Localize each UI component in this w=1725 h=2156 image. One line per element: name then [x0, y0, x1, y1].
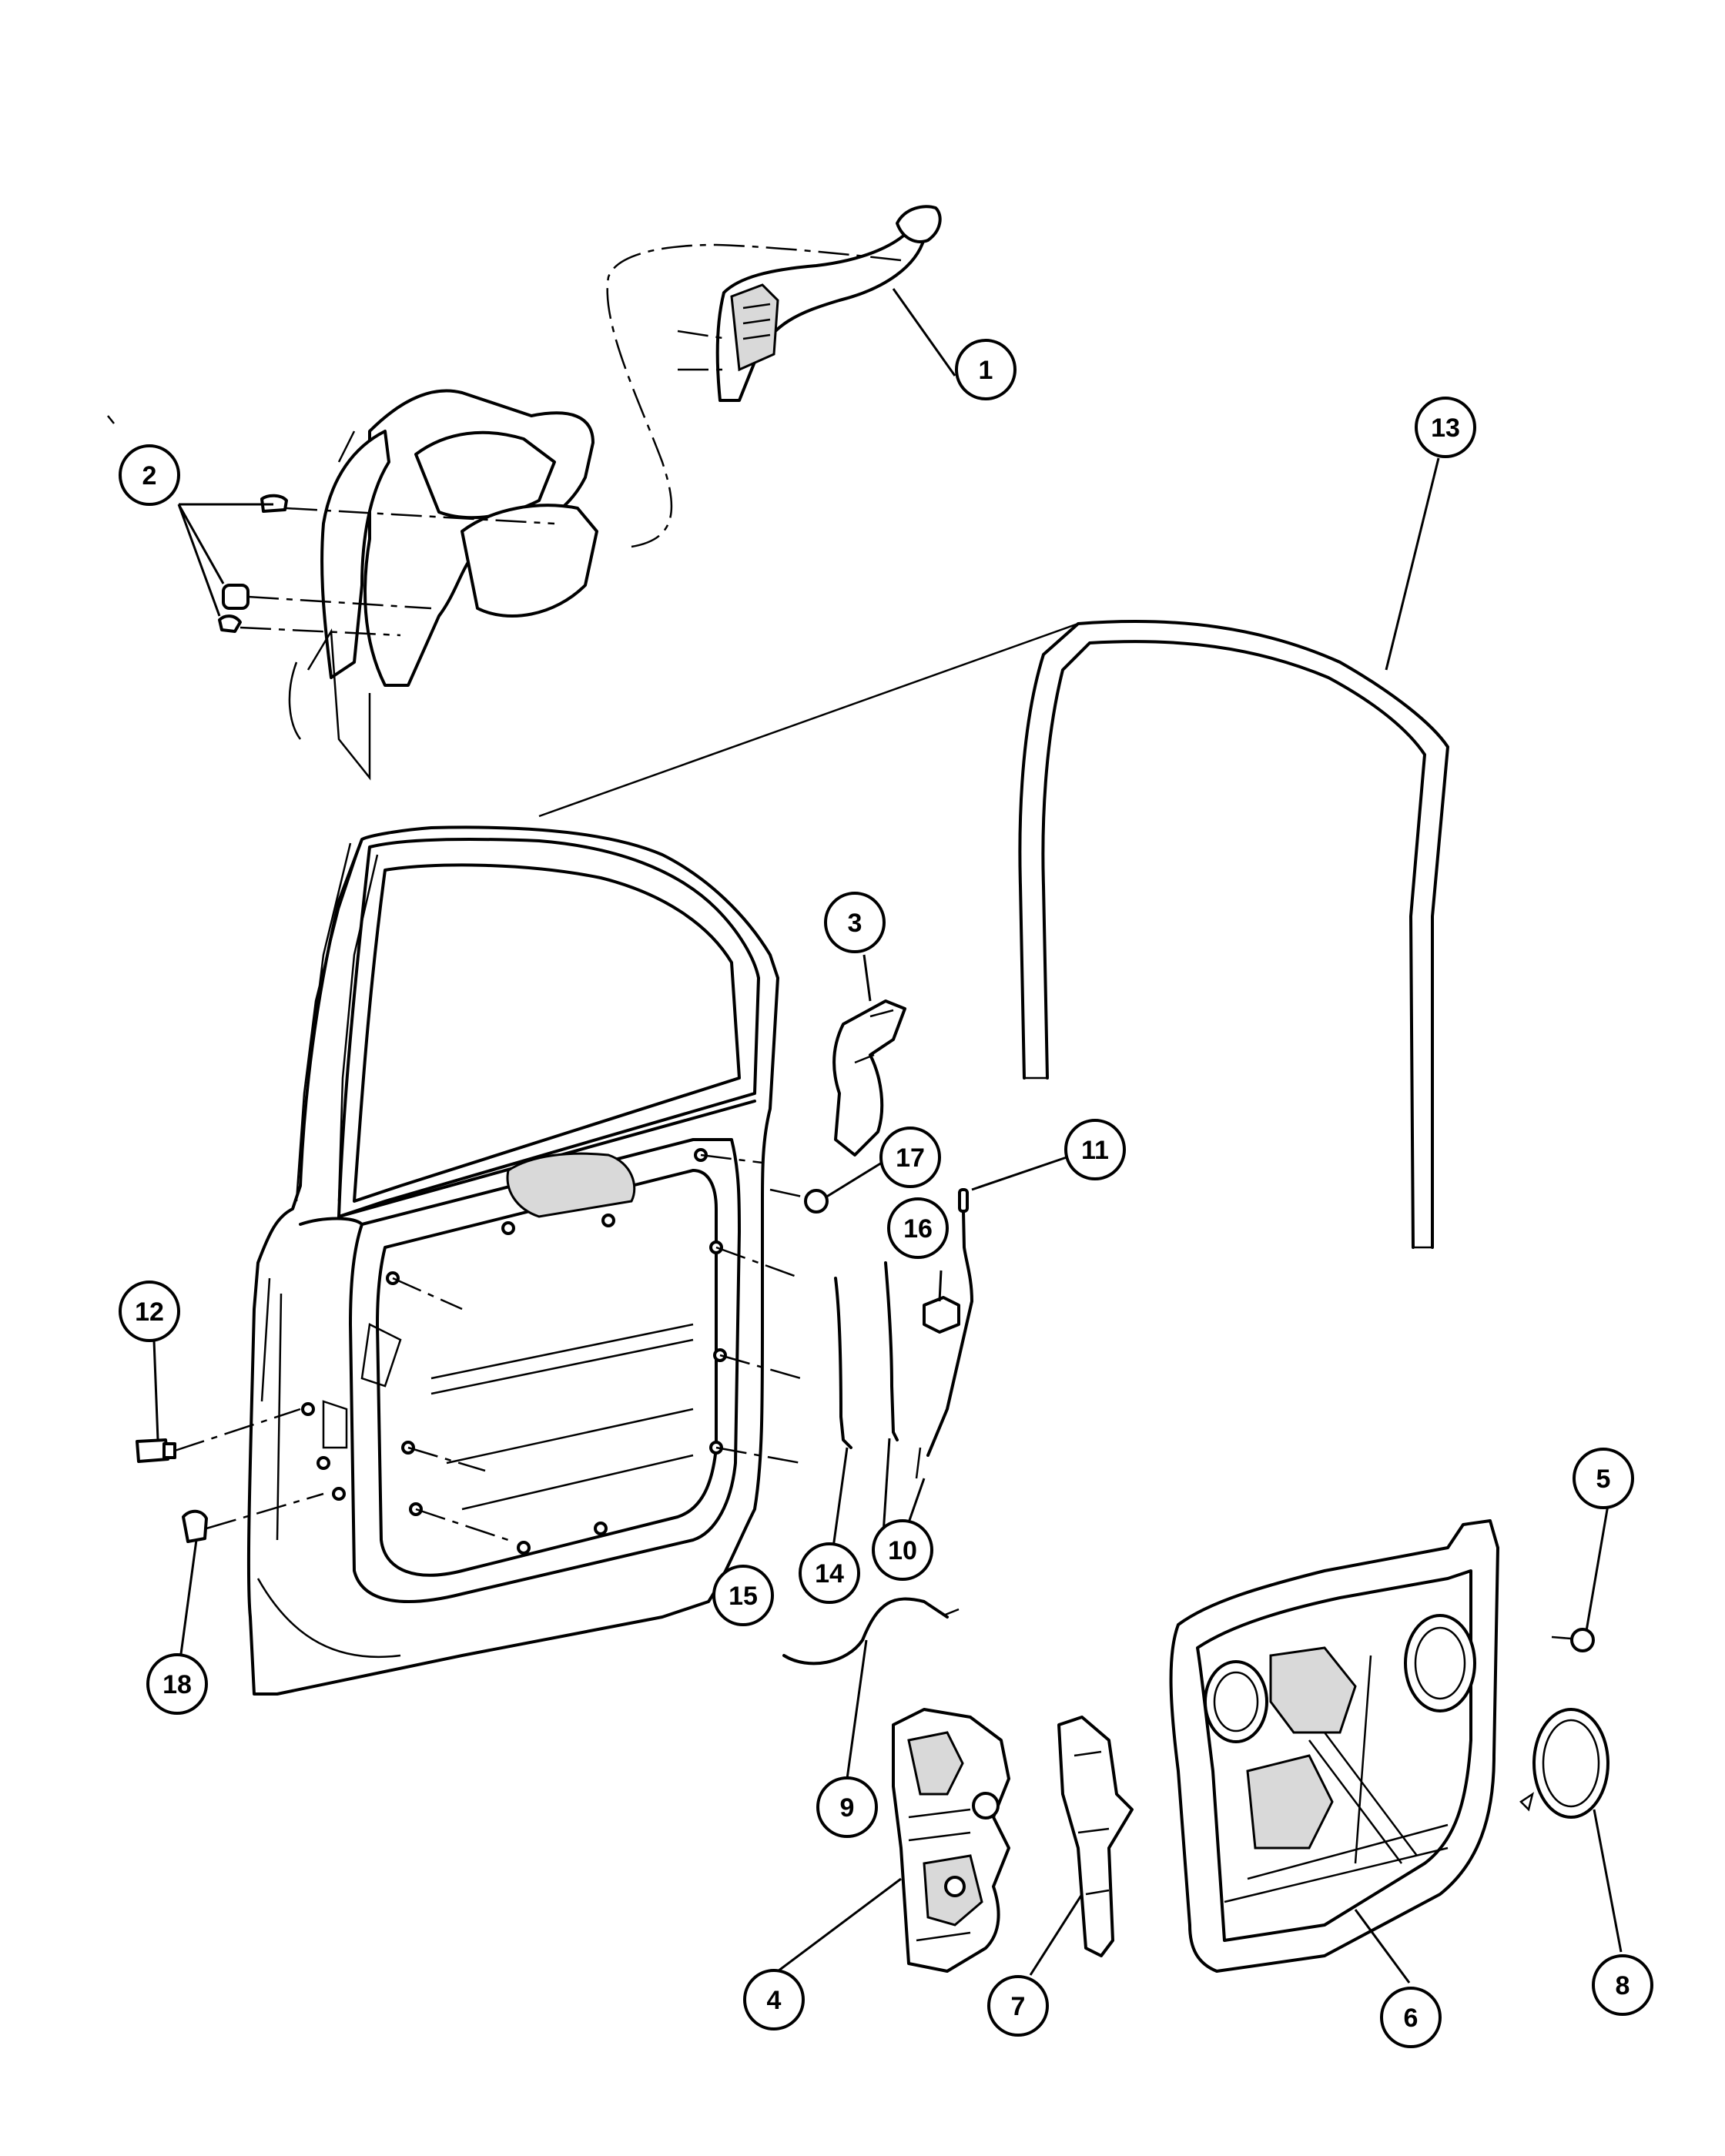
part-18-plug [182, 1492, 324, 1543]
callout-15: 15 [712, 1565, 774, 1626]
callout-7: 7 [987, 1975, 1049, 2037]
part-12-bolt [136, 1408, 301, 1463]
part-7-guide [1057, 1716, 1134, 1957]
door-shell [246, 825, 802, 1696]
svg-text:8: 8 [1616, 1971, 1630, 2000]
part-5-screw [1551, 1628, 1595, 1652]
callout-10: 10 [872, 1519, 933, 1581]
part-4-latch [892, 1708, 1010, 1973]
svg-text:5: 5 [1596, 1465, 1611, 1494]
svg-text:7: 7 [1011, 1992, 1026, 2021]
svg-text:6: 6 [1404, 2004, 1419, 2033]
svg-text:18: 18 [162, 1670, 192, 1699]
callout-18: 18 [146, 1653, 208, 1715]
svg-text:2: 2 [142, 461, 157, 490]
part-17-screw [769, 1188, 829, 1214]
part-6-regulator-panel [1169, 1519, 1499, 1973]
part-3-bracket [832, 999, 906, 1157]
svg-text:3: 3 [848, 909, 862, 938]
callout-6: 6 [1380, 1987, 1442, 2048]
svg-text:1: 1 [979, 356, 993, 385]
callout-1: 1 [955, 339, 1017, 400]
callout-5: 5 [1573, 1448, 1634, 1509]
svg-text:16: 16 [903, 1214, 933, 1244]
callout-9: 9 [816, 1776, 878, 1838]
callout-2: 2 [119, 444, 180, 506]
callouts: 1 2 3 4 5 6 7 8 [119, 339, 1653, 2048]
callout-13: 13 [1415, 397, 1476, 458]
leader-lines [152, 288, 1623, 1984]
callout-14: 14 [799, 1542, 860, 1604]
part-14-15-seals [834, 1261, 899, 1449]
part-8-ring [1519, 1708, 1609, 1819]
callout-8: 8 [1592, 1954, 1653, 2016]
svg-text:4: 4 [767, 1986, 782, 2015]
callout-17: 17 [879, 1127, 941, 1188]
svg-text:10: 10 [888, 1536, 917, 1565]
part-16-clip [923, 1296, 960, 1334]
callout-11: 11 [1064, 1119, 1126, 1180]
svg-text:9: 9 [840, 1793, 855, 1823]
svg-text:12: 12 [135, 1297, 164, 1327]
svg-text:17: 17 [896, 1143, 925, 1173]
part-1-exterior-handle [606, 205, 942, 548]
part-2-handle-carrier [107, 389, 598, 781]
callout-4: 4 [743, 1969, 805, 2030]
part-10-11-rod [915, 1188, 973, 1479]
part-13-glass-run-channel [538, 620, 1449, 1249]
part-9-cable [782, 1597, 960, 1666]
svg-text:11: 11 [1081, 1136, 1109, 1165]
callout-16: 16 [887, 1197, 949, 1259]
svg-text:13: 13 [1431, 413, 1460, 443]
callout-12: 12 [119, 1281, 180, 1342]
svg-text:15: 15 [729, 1582, 758, 1611]
callout-3: 3 [824, 892, 886, 953]
svg-text:14: 14 [815, 1559, 844, 1589]
